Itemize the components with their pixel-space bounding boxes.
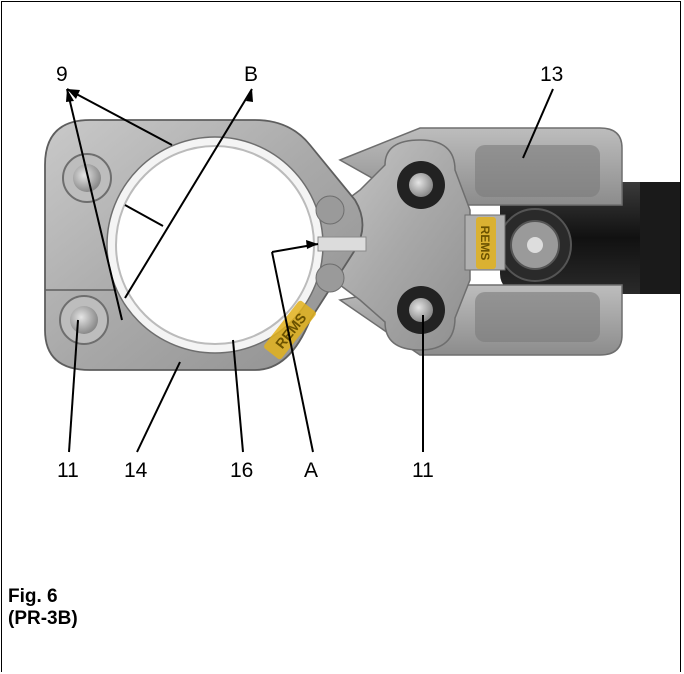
leader-14 (136, 361, 181, 453)
tong-bolt-bottom (397, 286, 445, 334)
leader-lines (66, 88, 554, 453)
figure-model: (PR-3B) (8, 607, 78, 629)
leader-B (124, 88, 253, 299)
callout-A: A (304, 459, 319, 482)
leader-9a (66, 88, 173, 146)
leader-16 (232, 339, 244, 453)
leader-13 (522, 88, 554, 159)
callout-14: 14 (124, 459, 148, 482)
leader-9b (66, 88, 123, 321)
tong-bolt-top (397, 161, 445, 209)
leader-11-left (68, 319, 79, 453)
callout-9: 9 (56, 63, 68, 86)
figure-number: Fig. 6 (8, 586, 58, 607)
callout-11-left: 11 (57, 459, 79, 482)
brand-mark-tongs: REMS (476, 217, 496, 269)
callout-13: 13 (540, 63, 564, 86)
leader-B-dim (124, 204, 164, 227)
tool-handle (498, 182, 680, 294)
svg-text:REMS: REMS (478, 226, 492, 261)
leader-A (271, 251, 314, 453)
callout-B: B (244, 63, 259, 86)
figure-caption: Fig. 6 (PR-3B) (8, 586, 78, 630)
callout-16: 16 (230, 459, 254, 482)
callout-11-right: 11 (412, 459, 434, 482)
press-ring (44, 119, 367, 371)
arrowheads (66, 89, 318, 249)
